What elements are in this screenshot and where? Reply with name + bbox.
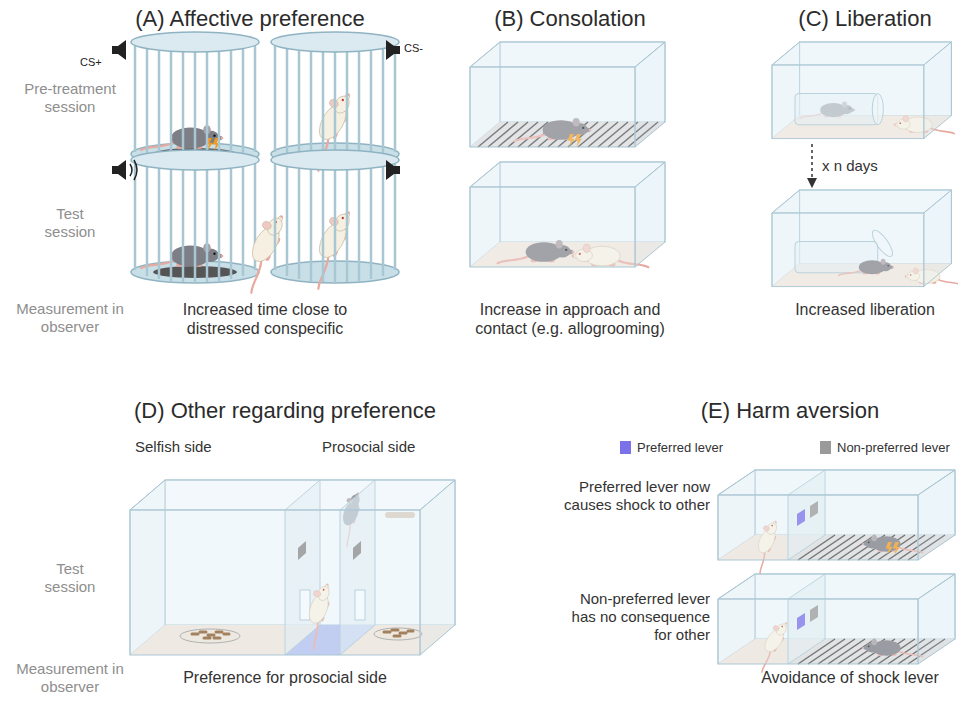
panel-title: (C) Liberation [775, 6, 955, 32]
panel-title: (E) Harm aversion [640, 398, 940, 424]
panel-a-pre-part [271, 32, 399, 165]
measurement-text: Preference for prosocial side [135, 668, 435, 687]
panel-title: (D) Other regarding preference [75, 398, 495, 424]
panel-a-test-part [131, 150, 259, 283]
measurement-text: Increased liberation [775, 300, 955, 319]
row-label: Test session [35, 560, 105, 596]
panel-d-apparatus-part [130, 480, 455, 510]
panel-b-test-part [470, 162, 665, 267]
condition-text: Preferred lever now causes shock to othe… [545, 478, 710, 514]
panel-e-shock-part [718, 495, 918, 560]
panel-a-pre-part [112, 40, 126, 60]
panel-e-no-shock [718, 574, 955, 672]
panel-e-shock [718, 470, 955, 574]
panel-e-shock-part [718, 470, 955, 495]
panel-b-test [470, 162, 665, 267]
panel-title: (A) Affective preference [100, 6, 400, 32]
panel-c-pre-part [772, 42, 951, 139]
side-label: Prosocial side [322, 438, 452, 456]
panel-title: (B) Consolation [455, 6, 685, 32]
panel-a-test-part [271, 150, 399, 283]
panel-a-test-part [297, 205, 360, 289]
panel-e-no-shock-part [918, 574, 955, 664]
row-label: Measurement in observer [15, 300, 125, 336]
measurement-text: Avoidance of shock lever [745, 668, 955, 687]
legend-swatch [820, 441, 831, 454]
panel-d-apparatus [130, 480, 455, 655]
panel-a-test-part [130, 160, 137, 180]
panel-b-pre [470, 42, 665, 147]
panel-c-pre-part [772, 42, 951, 139]
panel-a-test-part [386, 160, 400, 180]
measurement-text: Increased time close to distressed consp… [160, 300, 370, 338]
panel-c-test-part [772, 190, 951, 287]
panel-c-test-part [772, 190, 951, 287]
panel-e-no-shock-part [718, 574, 955, 599]
legend-swatch [620, 441, 631, 454]
repeat-label: x n days [822, 157, 912, 175]
panel-a-test-part [230, 209, 293, 293]
cue-label: CS- [404, 42, 436, 55]
panel-d-apparatus-part [420, 480, 455, 655]
condition-text: Non-preferred lever has no consequence f… [555, 590, 710, 644]
panel-b-test-part [470, 162, 665, 267]
panel-b-pre-part [470, 42, 665, 147]
panel-e-no-shock-part [718, 599, 918, 664]
repeat-arrow [811, 144, 813, 186]
panel-a-pre-part [131, 32, 259, 165]
measurement-text: Increase in approach and contact (e.g. a… [465, 300, 675, 338]
legend-entry: Preferred lever [620, 440, 723, 455]
cue-label: CS+ [80, 56, 112, 69]
row-label: Pre-treatment session [15, 80, 125, 116]
legend-text: Preferred lever [637, 440, 723, 455]
legend-entry: Non-preferred lever [820, 440, 950, 455]
panel-a-test-part [112, 160, 126, 180]
row-label: Measurement in observer [15, 660, 125, 696]
row-label: Test session [35, 205, 105, 241]
panel-c-pre [772, 42, 954, 139]
panel-b-pre-part [470, 42, 665, 147]
panel-d-apparatus-part [130, 510, 420, 655]
panel-a-pre-part [386, 40, 400, 60]
panel-e-shock-part [918, 470, 955, 560]
side-label: Selfish side [135, 438, 265, 456]
legend-text: Non-preferred lever [837, 440, 950, 455]
panel-a-test [112, 150, 400, 293]
panel-c-test [772, 190, 958, 287]
